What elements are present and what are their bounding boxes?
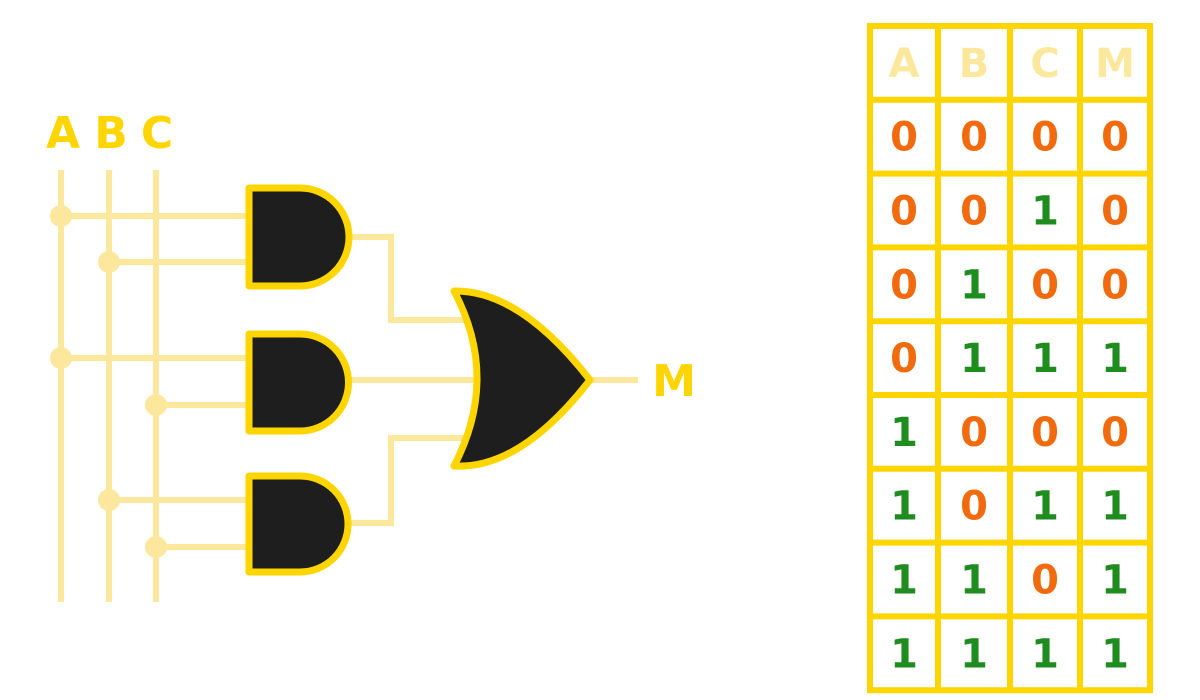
input-label-b: B [94,108,128,159]
table-cell: 1 [1031,189,1059,235]
junction-dot [98,251,120,273]
table-header-a: A [889,41,920,87]
junction-dot [145,536,167,558]
table-header-b: B [959,41,990,87]
input-label-a: A [46,108,80,159]
table-header-c: C [1030,41,1059,87]
table-cell: 0 [890,115,918,161]
table-cell: 0 [960,484,988,530]
wire-and1-or [346,234,470,323]
table-cell: 1 [1101,484,1129,530]
junction-dot [50,347,72,369]
table-cell: 0 [1031,262,1059,308]
table-cell: 0 [1031,115,1059,161]
table-cell: 0 [890,262,918,308]
table-cell: 1 [1031,484,1059,530]
table-grid [867,23,1153,694]
junction-dots [50,205,167,558]
table-cell: 1 [890,410,918,456]
and-gate-2 [245,330,352,435]
table-header-m: M [1095,41,1135,87]
junction-dot [50,205,72,227]
or-gate [450,287,594,470]
input-labels: A B C [46,108,173,159]
output-label-m: M [652,356,696,407]
table-cell: 1 [890,558,918,604]
table-cell: 0 [960,189,988,235]
table-cell: 0 [890,189,918,235]
table-cell: 1 [960,631,988,677]
table-cell: 0 [890,336,918,382]
and-gate-1 [245,184,353,290]
table-cell: 0 [1031,558,1059,604]
and-gate-3 [245,472,352,576]
input-bus [58,170,159,602]
table-cell: 1 [1101,631,1129,677]
table-cell: 0 [960,410,988,456]
table-cell: 0 [1101,410,1129,456]
table-cell: 1 [1101,336,1129,382]
table-cell: 1 [960,262,988,308]
table-cell: 1 [960,558,988,604]
junction-dot [145,394,167,416]
and-to-or-wires [346,234,476,526]
table-cell: 1 [890,631,918,677]
and-gates [245,184,353,576]
input-label-c: C [141,108,173,159]
table-cell: 0 [1101,262,1129,308]
table-cell: 0 [1031,410,1059,456]
input-wires [61,213,250,550]
table-cell: 0 [1101,189,1129,235]
table-cell: 1 [890,484,918,530]
table-cell: 0 [960,115,988,161]
table-cell: 1 [1031,336,1059,382]
junction-dot [98,489,120,511]
table-cell: 0 [1101,115,1129,161]
table-cell: 1 [1031,631,1059,677]
table-cell: 1 [1101,558,1129,604]
table-cell: 1 [960,336,988,382]
wire-and3-or [346,435,470,526]
